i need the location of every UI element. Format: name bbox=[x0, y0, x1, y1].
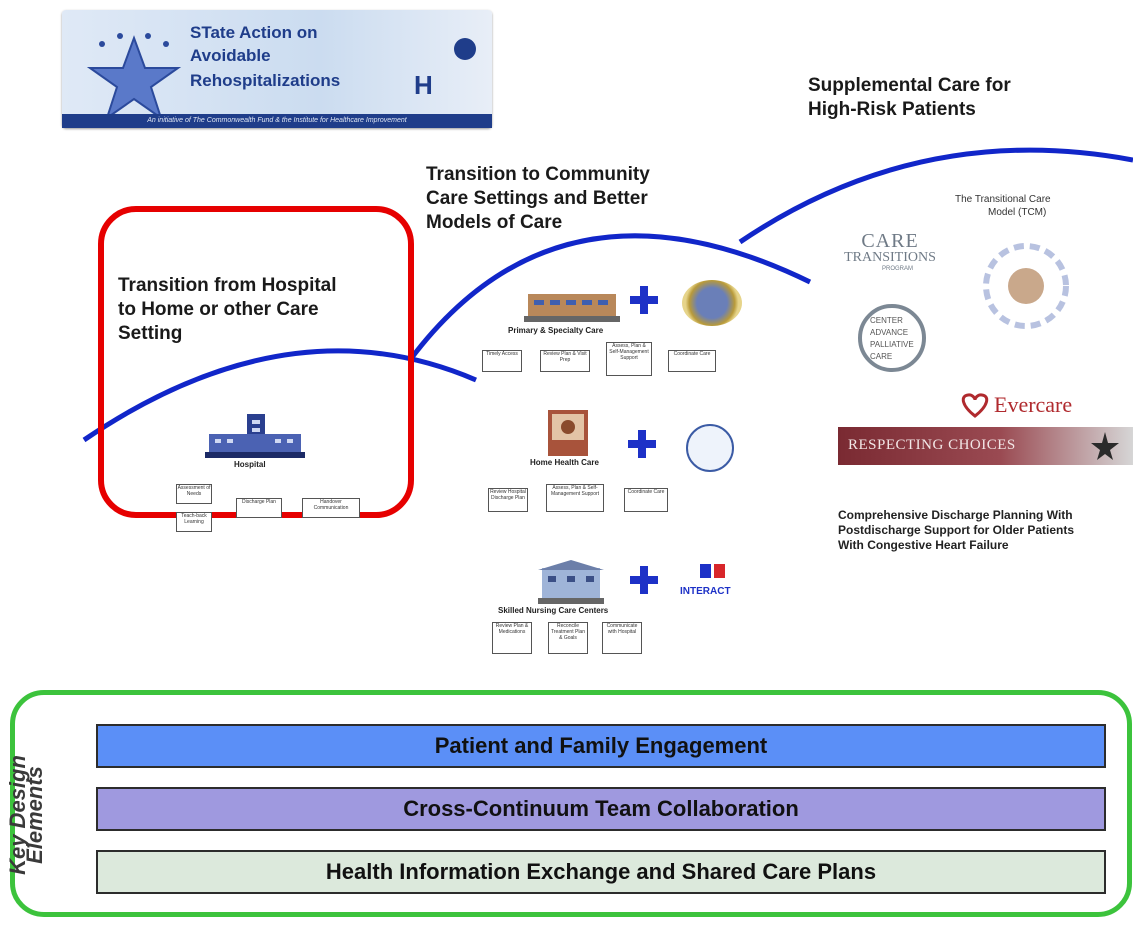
hospital-title-line-2: to Home or other Care bbox=[118, 299, 319, 320]
capc-line-3: PALLIATIVE bbox=[870, 340, 914, 349]
care-transitions-line-2: TRANSITIONS bbox=[844, 250, 936, 265]
ncqa-seal-icon bbox=[682, 280, 742, 326]
snf-flow-step: Review Plan & Medications bbox=[492, 622, 532, 654]
home-care-seal-icon bbox=[686, 424, 734, 472]
community-title-line-2: Care Settings and Better bbox=[426, 188, 648, 209]
key-design-label: Key Design Elements bbox=[5, 728, 92, 908]
progression-arcs bbox=[82, 147, 1133, 443]
plus-icon bbox=[628, 430, 656, 458]
hospital-label: Hospital bbox=[234, 460, 266, 469]
primary-flow-step: Timely Access bbox=[482, 350, 522, 372]
snf-flow-step: Communicate with Hospital bbox=[602, 622, 642, 654]
hospital-flow-step: Discharge Plan bbox=[236, 498, 282, 518]
hospital-title-line-3: Setting bbox=[118, 323, 183, 344]
hospital-highlight-box bbox=[98, 206, 414, 518]
star-program-logo: STate Action on Avoidable Rehospitalizat… bbox=[62, 10, 492, 128]
snf-label: Skilled Nursing Care Centers bbox=[498, 606, 609, 615]
hospital-title-line-1: Transition from Hospital bbox=[118, 275, 337, 296]
banner-line-2: Avoidable bbox=[190, 46, 271, 65]
hospital-flow-step: Teach-back Learning bbox=[176, 512, 212, 532]
key-design-frame bbox=[10, 690, 1132, 917]
home-care-photo-icon bbox=[548, 410, 588, 456]
capc-ring-icon bbox=[858, 304, 926, 372]
plus-icon bbox=[630, 566, 658, 594]
tcm-cycle-icon bbox=[983, 243, 1069, 329]
study-line-1: Comprehensive Discharge Planning With bbox=[838, 508, 1073, 522]
clinic-building-icon bbox=[524, 294, 620, 322]
plus-icon bbox=[630, 286, 658, 314]
primary-flow-step: Review Plan & Visit Prep bbox=[540, 350, 590, 372]
supplemental-title-line-1: Supplemental Care for bbox=[808, 75, 1011, 96]
banner-footer: An initiative of The Commonwealth Fund &… bbox=[62, 114, 492, 128]
starfish-icon bbox=[1091, 432, 1119, 460]
tcm-title-line-1: The Transitional Care bbox=[955, 194, 1051, 205]
nursing-center-building-icon bbox=[538, 560, 604, 604]
ihi-logo-letter: H bbox=[414, 70, 433, 100]
interact-label: INTERACT bbox=[680, 586, 731, 597]
respecting-choices-text: RESPECTING CHOICES bbox=[848, 437, 1016, 453]
key-element-bar: Cross-Continuum Team Collaboration bbox=[96, 787, 1106, 831]
arc-community bbox=[408, 233, 812, 362]
care-transitions-line-3: PROGRAM bbox=[882, 266, 914, 272]
hospital-flow-step: Handover Communication bbox=[302, 498, 360, 518]
evercare-logo: Evercare bbox=[994, 392, 1073, 417]
capc-line-1: CENTER bbox=[870, 316, 903, 325]
care-transitions-line-1: CARE bbox=[861, 230, 919, 252]
home-flow-step: Assess, Plan & Self-Management Support bbox=[546, 484, 604, 512]
hospital-building-icon bbox=[205, 414, 305, 458]
tcm-title-line-2: Model (TCM) bbox=[988, 207, 1047, 218]
capc-line-2: ADVANCE bbox=[870, 328, 909, 337]
ihi-seal-icon bbox=[454, 38, 476, 60]
community-title-line-3: Models of Care bbox=[426, 212, 563, 233]
capc-logo: CENTER ADVANCE PALLIATIVE CARE bbox=[856, 302, 928, 374]
key-element-bar: Health Information Exchange and Shared C… bbox=[96, 850, 1106, 894]
study-citation: Comprehensive Discharge Planning With Po… bbox=[838, 508, 1074, 553]
study-line-2: Postdischarge Support for Older Patients bbox=[838, 523, 1075, 537]
primary-flow-step: Assess, Plan & Self-Management Support bbox=[606, 342, 652, 376]
primary-flow-step: Coordinate Care bbox=[668, 350, 716, 372]
interact-logo-icon bbox=[700, 564, 725, 578]
arc-hospital bbox=[82, 348, 477, 443]
snf-flow-step: Reconcile Treatment Plan & Goals bbox=[548, 622, 588, 654]
arc-supplemental bbox=[738, 147, 1133, 245]
banner-line-3: Rehospitalizations bbox=[190, 71, 341, 90]
care-transitions-logo: CARE TRANSITIONS PROGRAM bbox=[822, 226, 950, 274]
primary-care-label: Primary & Specialty Care bbox=[508, 326, 604, 335]
home-flow-step: Review Hospital Discharge Plan bbox=[488, 488, 528, 512]
key-element-bar: Patient and Family Engagement bbox=[96, 724, 1106, 768]
supplemental-title-line-2: High-Risk Patients bbox=[808, 99, 976, 120]
home-care-label: Home Health Care bbox=[530, 458, 599, 467]
home-flow-step: Coordinate Care bbox=[624, 488, 668, 512]
capc-line-4: CARE bbox=[870, 352, 893, 361]
star-icon bbox=[86, 33, 182, 120]
hospital-flow-step: Assessment of Needs bbox=[176, 484, 212, 504]
respecting-choices-logo: RESPECTING CHOICES bbox=[838, 427, 1133, 465]
study-line-3: With Congestive Heart Failure bbox=[838, 538, 1009, 552]
key-design-label-line-2: Elements bbox=[21, 766, 47, 864]
evercare-heart-icon bbox=[961, 393, 989, 418]
banner-line-1: STate Action on bbox=[190, 23, 318, 42]
community-title-line-1: Transition to Community bbox=[426, 164, 650, 185]
